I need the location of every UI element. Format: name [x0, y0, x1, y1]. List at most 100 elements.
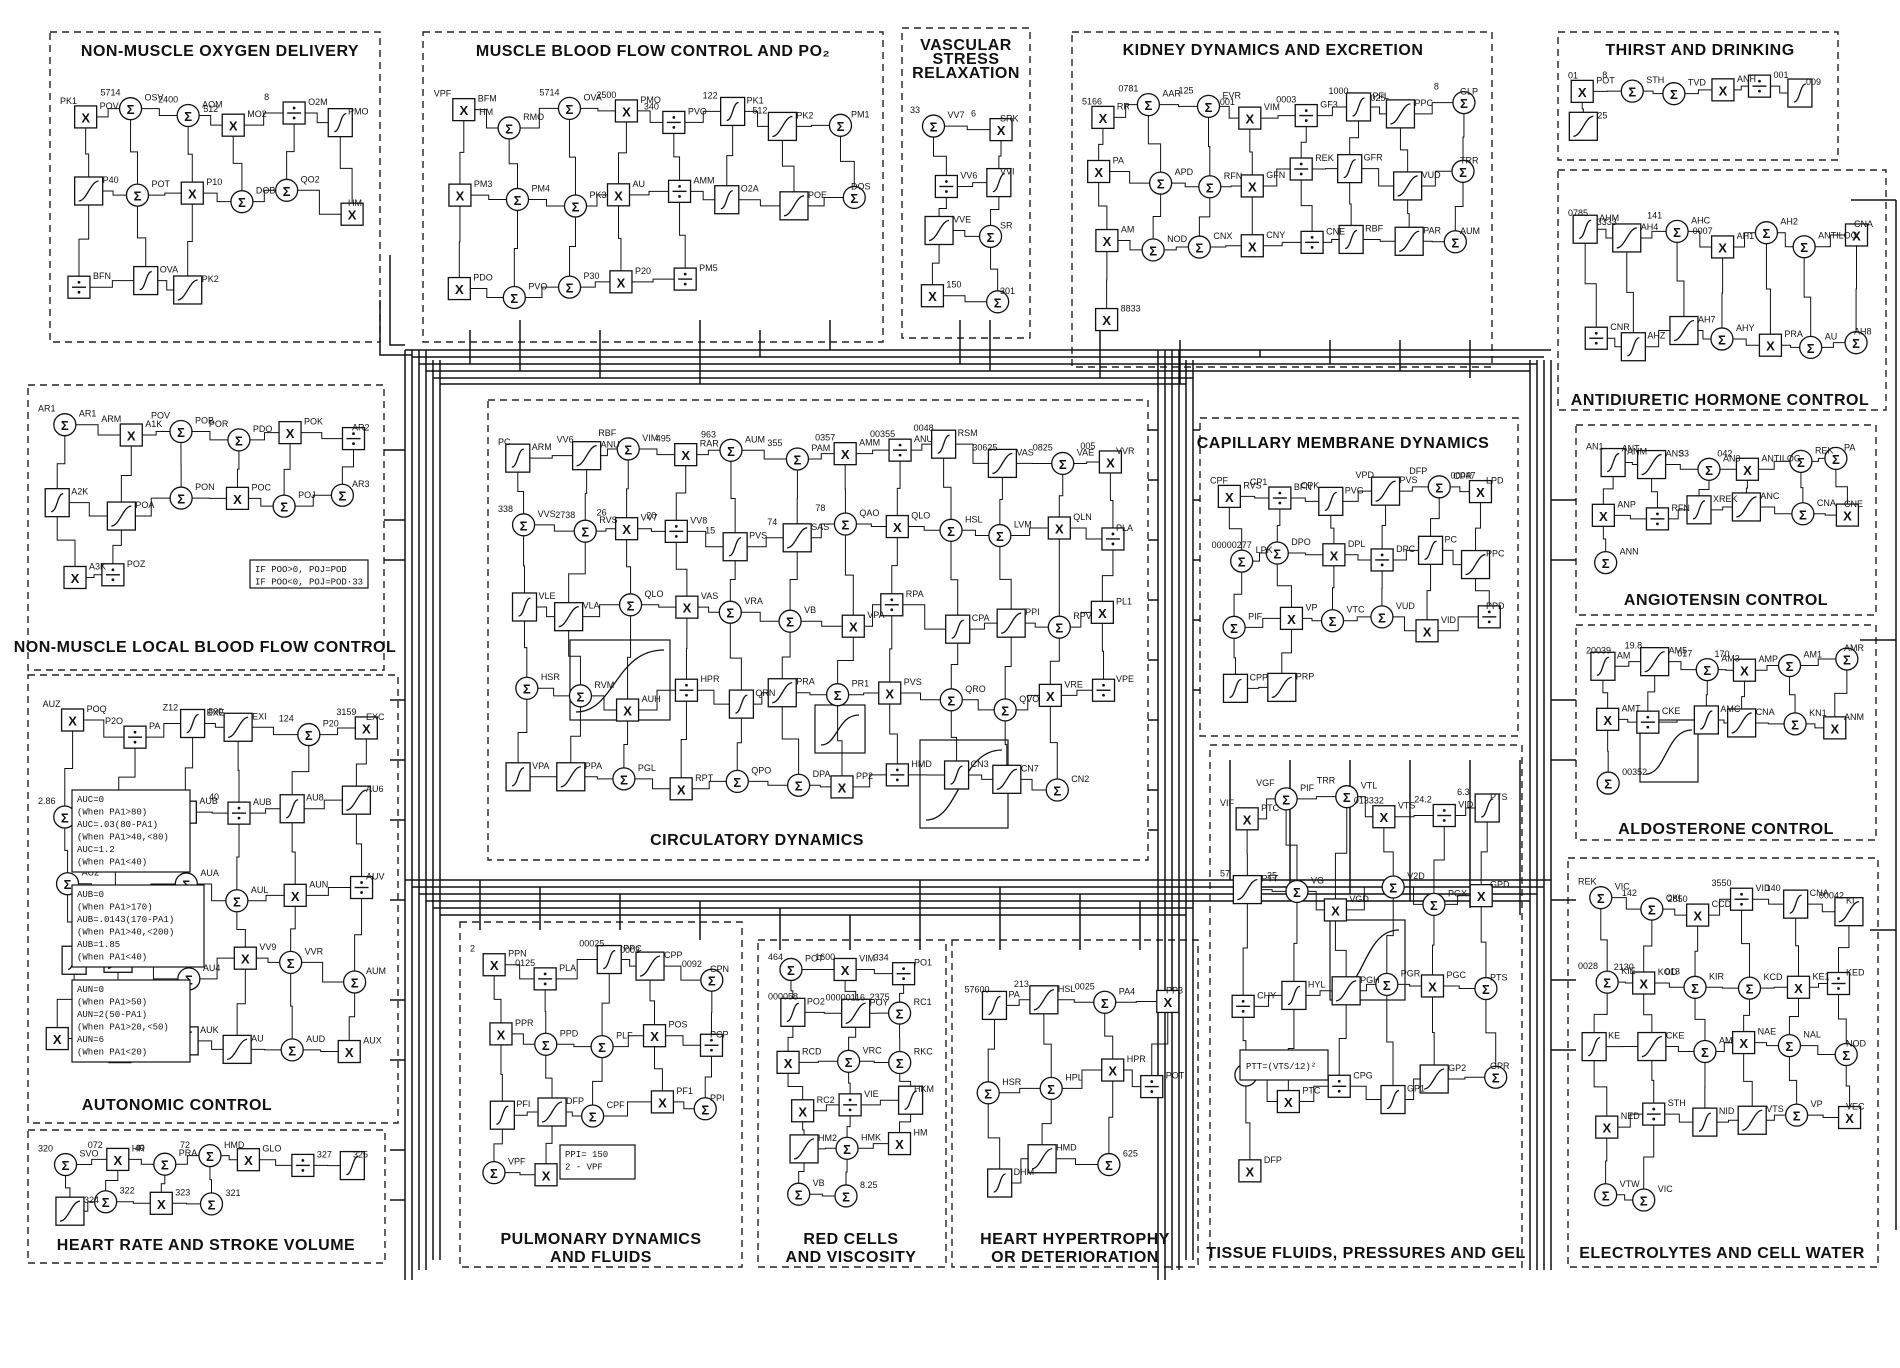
- divider-block: [1231, 994, 1255, 1019]
- signal-label: DFP: [566, 1096, 584, 1106]
- signal-wire: [117, 1158, 165, 1165]
- signal-label: PPC: [623, 944, 642, 954]
- equation-frame-auc: [71, 789, 191, 873]
- signal-wire: [1383, 816, 1394, 887]
- signal-label: VIF: [1220, 798, 1235, 808]
- signal-wire: [292, 799, 357, 810]
- integrator-block: [1222, 673, 1249, 703]
- summation-block: [836, 1049, 861, 1073]
- title-vascular-line-3: RELAXATION: [912, 65, 1020, 82]
- signal-wire: [1049, 627, 1060, 696]
- signal-label: 301: [1000, 286, 1015, 296]
- summation-block: [988, 523, 1012, 548]
- signal-label: EXC: [366, 712, 385, 722]
- signal-label: RC1: [914, 997, 932, 1007]
- signal-label: VIM: [1264, 102, 1280, 112]
- signal-label: AUH: [642, 694, 661, 704]
- signal-wire: [1803, 246, 1812, 348]
- signal-label: PP2: [856, 771, 873, 781]
- signal-wire: [78, 190, 90, 288]
- signal-label: TVD: [1688, 78, 1707, 88]
- signal-wire: [729, 546, 736, 613]
- signal-label: POT: [1166, 1071, 1185, 1081]
- signal-label: NID: [1719, 1106, 1735, 1116]
- summation-block: [825, 683, 850, 707]
- signal-wire: [649, 966, 656, 1036]
- summation-block: [590, 1034, 614, 1059]
- signal-wire: [72, 719, 136, 738]
- signal-wire: [987, 1005, 995, 1093]
- signal-label: AH8: [1854, 327, 1872, 337]
- signal-wire: [626, 448, 629, 529]
- title-pulmonary-line-2: AND FLUIDS: [550, 1249, 652, 1266]
- signal-label: PM5: [699, 263, 718, 273]
- equation-frame-aub: [71, 884, 205, 968]
- signal-wire: [238, 432, 291, 441]
- signal-label: AH7: [1698, 315, 1716, 325]
- signal-wire: [186, 883, 237, 902]
- signal-wire: [842, 774, 898, 788]
- divider-block: [662, 110, 686, 135]
- signal-wire: [681, 780, 738, 790]
- signal-label: CNY: [1266, 230, 1285, 240]
- signal-wire: [1603, 514, 1658, 520]
- summation-block: [125, 183, 150, 207]
- equation-line: PTT=(VTS/12)²: [1246, 1062, 1316, 1072]
- equation-frame-aun: [71, 979, 191, 1063]
- signal-label: POC: [251, 482, 271, 492]
- signal-label: 963: [701, 429, 716, 439]
- integrator-block: [981, 990, 1008, 1021]
- signal-label: VPA: [532, 761, 549, 771]
- summation-block: [835, 1136, 859, 1160]
- signal-label: AM3: [1721, 654, 1740, 664]
- signal-label: 24.2: [1414, 795, 1432, 805]
- signal-wire: [673, 122, 681, 192]
- signal-label: 013: [1665, 966, 1680, 976]
- signal-wire: [64, 720, 74, 817]
- signal-label: 00000116: [826, 992, 865, 1002]
- title-kidney: KIDNEY DYNAMICS AND EXCRETION: [1123, 42, 1424, 59]
- function-block: [1267, 672, 1297, 703]
- signal-wire: [592, 1046, 603, 1117]
- signal-label: AUA: [200, 868, 219, 878]
- equation-line: (When PA1>20,<50): [77, 1023, 169, 1033]
- signal-wire: [1249, 115, 1307, 119]
- signal-wire: [1834, 658, 1848, 728]
- signal-wire: [931, 230, 940, 296]
- signal-label: 00025: [579, 939, 604, 949]
- function-block: [106, 501, 137, 531]
- signal-label: DFP: [1264, 1155, 1282, 1165]
- summation-block: [482, 1160, 506, 1185]
- summation-block: [1693, 1039, 1717, 1064]
- multiplier-block: [482, 953, 506, 977]
- signal-wire: [1252, 168, 1302, 187]
- signal-wire: [988, 1087, 1052, 1094]
- signal-wire: [1208, 106, 1211, 187]
- signal-label: ANN: [1620, 547, 1639, 557]
- signal-label: 00000277: [1212, 540, 1252, 550]
- signal-wire: [1593, 1046, 1608, 1128]
- signal-wire: [627, 689, 687, 711]
- signal-label: POT: [1596, 75, 1615, 85]
- signal-wire: [459, 288, 515, 298]
- signal-wire: [891, 526, 898, 605]
- signal-label: RSM: [958, 428, 978, 438]
- multiplier-block: [1322, 543, 1346, 567]
- signal-label: CP1: [1250, 477, 1268, 487]
- summation-block: [618, 593, 643, 617]
- signal-wire: [1148, 104, 1209, 107]
- signal-wire: [1300, 168, 1313, 243]
- multiplier-block: [920, 284, 945, 308]
- signal-wire: [999, 463, 1003, 536]
- function-block: [1737, 1105, 1767, 1135]
- signal-wire: [1485, 988, 1497, 1078]
- signal-label: 25: [1267, 870, 1277, 880]
- signal-label: 001: [1773, 70, 1788, 80]
- function-block: [1568, 111, 1598, 141]
- summation-block: [1136, 92, 1161, 117]
- signal-label: 512: [203, 104, 218, 114]
- signal-label: 325: [353, 1150, 368, 1160]
- signal-wire: [286, 189, 353, 215]
- summation-block: [227, 428, 251, 452]
